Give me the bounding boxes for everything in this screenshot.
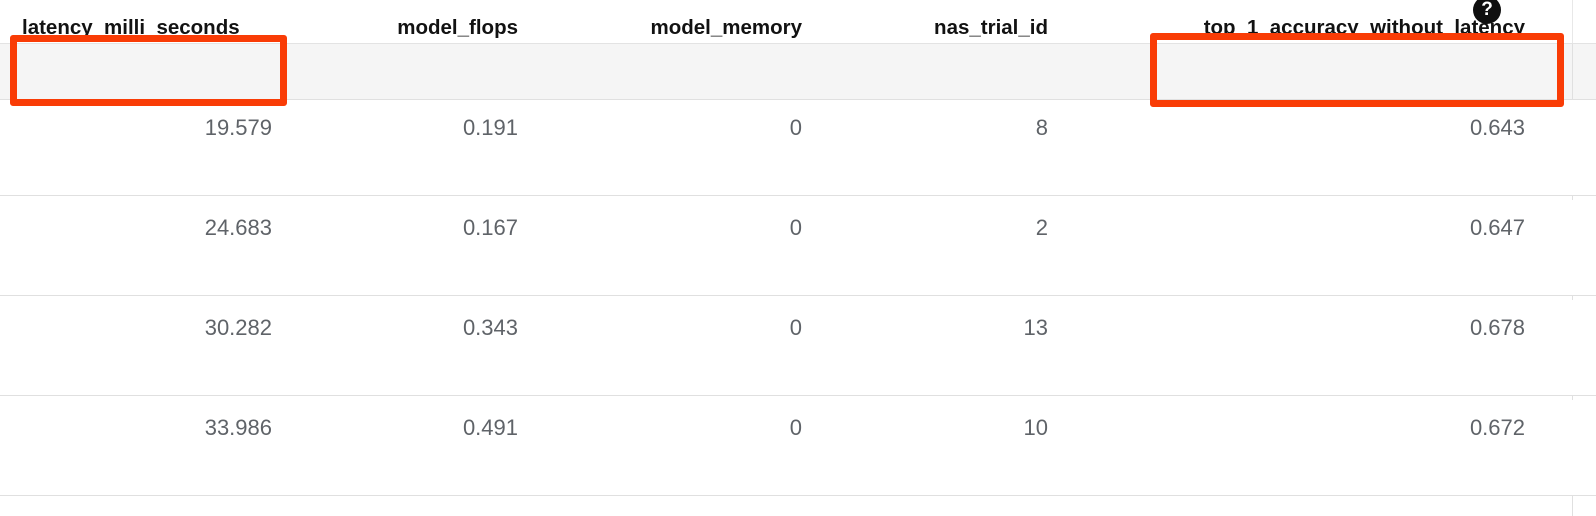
table-row[interactable]: 33.986 0.491 0 10 0.672 [0, 400, 1596, 496]
table-header-row [0, 43, 1596, 100]
cell-model-flops: 0.191 [462, 115, 518, 140]
cell-latency-milli-seconds: 24.683 [204, 215, 272, 240]
cell-nas-trial-id: 13 [1023, 315, 1048, 340]
table-header-trailing-cell [1573, 43, 1596, 100]
column-divider-head [1572, 0, 1573, 43]
table-row[interactable]: 30.282 0.343 0 13 0.678 [0, 300, 1596, 396]
column-header-model-flops[interactable]: model_flops [397, 16, 518, 39]
column-header-top-1-accuracy-without-latency[interactable]: top_1_accuracy_without_latency [1203, 16, 1525, 39]
cell-model-flops: 0.343 [462, 315, 518, 340]
cell-top-1-accuracy-without-latency: 0.647 [1469, 215, 1525, 240]
cell-top-1-accuracy-without-latency: 0.678 [1469, 315, 1525, 340]
table-row[interactable]: 19.579 0.191 0 8 0.643 [0, 100, 1596, 196]
cell-latency-milli-seconds: 33.986 [204, 415, 272, 440]
column-header-nas-trial-id[interactable]: nas_trial_id [934, 16, 1048, 39]
cell-model-flops: 0.167 [462, 215, 518, 240]
cell-model-memory: 0 [789, 415, 802, 440]
cell-nas-trial-id: 10 [1023, 415, 1048, 440]
column-header-model-memory[interactable]: model_memory [650, 16, 802, 39]
help-icon[interactable]: ? [1473, 0, 1501, 24]
cell-model-memory: 0 [789, 215, 802, 240]
cell-latency-milli-seconds: 19.579 [204, 115, 272, 140]
cell-top-1-accuracy-without-latency: 0.643 [1469, 115, 1525, 140]
cell-nas-trial-id: 2 [1035, 215, 1048, 240]
cell-latency-milli-seconds: 30.282 [204, 315, 272, 340]
cell-model-memory: 0 [789, 315, 802, 340]
table-row[interactable]: 24.683 0.167 0 2 0.647 [0, 200, 1596, 296]
cell-model-flops: 0.491 [462, 415, 518, 440]
cell-top-1-accuracy-without-latency: 0.672 [1469, 415, 1525, 440]
cell-model-memory: 0 [789, 115, 802, 140]
cell-nas-trial-id: 8 [1035, 115, 1048, 140]
column-header-latency-milli-seconds[interactable]: latency_milli_seconds [22, 16, 240, 39]
